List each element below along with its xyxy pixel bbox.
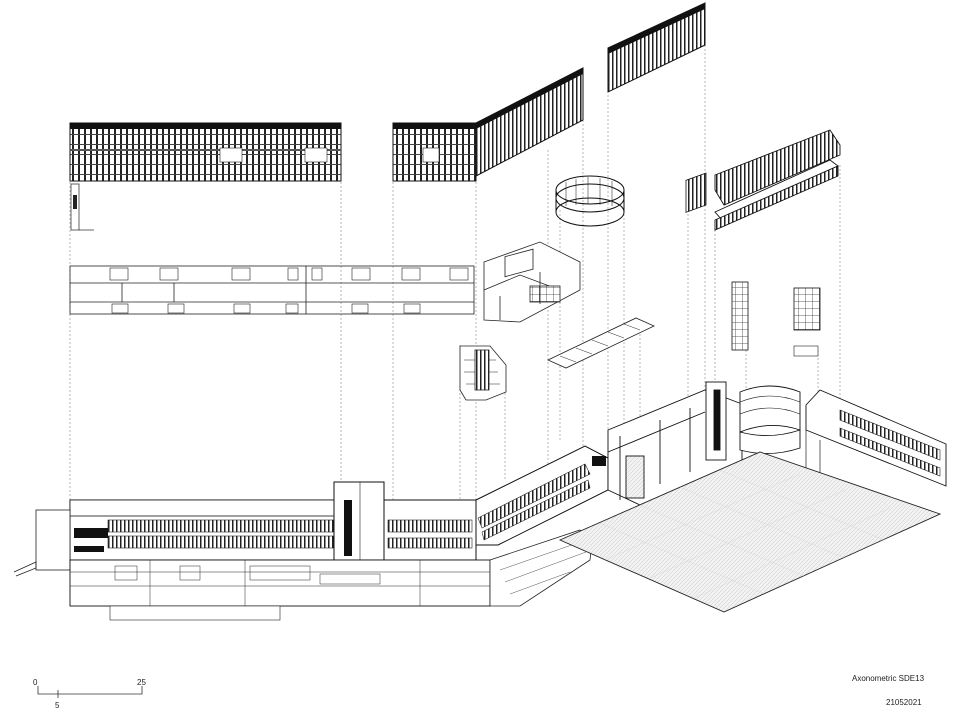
- glass-panels: [731, 281, 821, 357]
- corner-plan: [483, 241, 581, 323]
- curved-balcony: [739, 385, 801, 454]
- main-building: [13, 445, 609, 621]
- drawing-title: Axonometric SDE13: [852, 674, 925, 683]
- projection-lines: [69, 45, 841, 500]
- right-wing: [805, 389, 947, 487]
- scale-bar-tick-25: 25: [137, 678, 146, 687]
- scale-bar-tick-5: 5: [55, 701, 60, 710]
- floor-plan-strip: [69, 265, 475, 315]
- scale-bar: [37, 686, 143, 698]
- ring-balcony: [555, 175, 625, 227]
- facade-left-elevation: [69, 122, 342, 182]
- small-side-element: [70, 183, 94, 231]
- plaza-grid: [558, 451, 942, 613]
- roof-trusses: [547, 317, 655, 369]
- stair-element: [459, 345, 507, 401]
- facade-middle-elevation: [392, 67, 584, 182]
- drawing-date: 21052021: [886, 698, 922, 707]
- atrium-frame: [607, 381, 743, 506]
- facade-right-elevation: [607, 2, 706, 93]
- scale-bar-tick-0: 0: [33, 678, 38, 687]
- railing-frame: [685, 129, 841, 231]
